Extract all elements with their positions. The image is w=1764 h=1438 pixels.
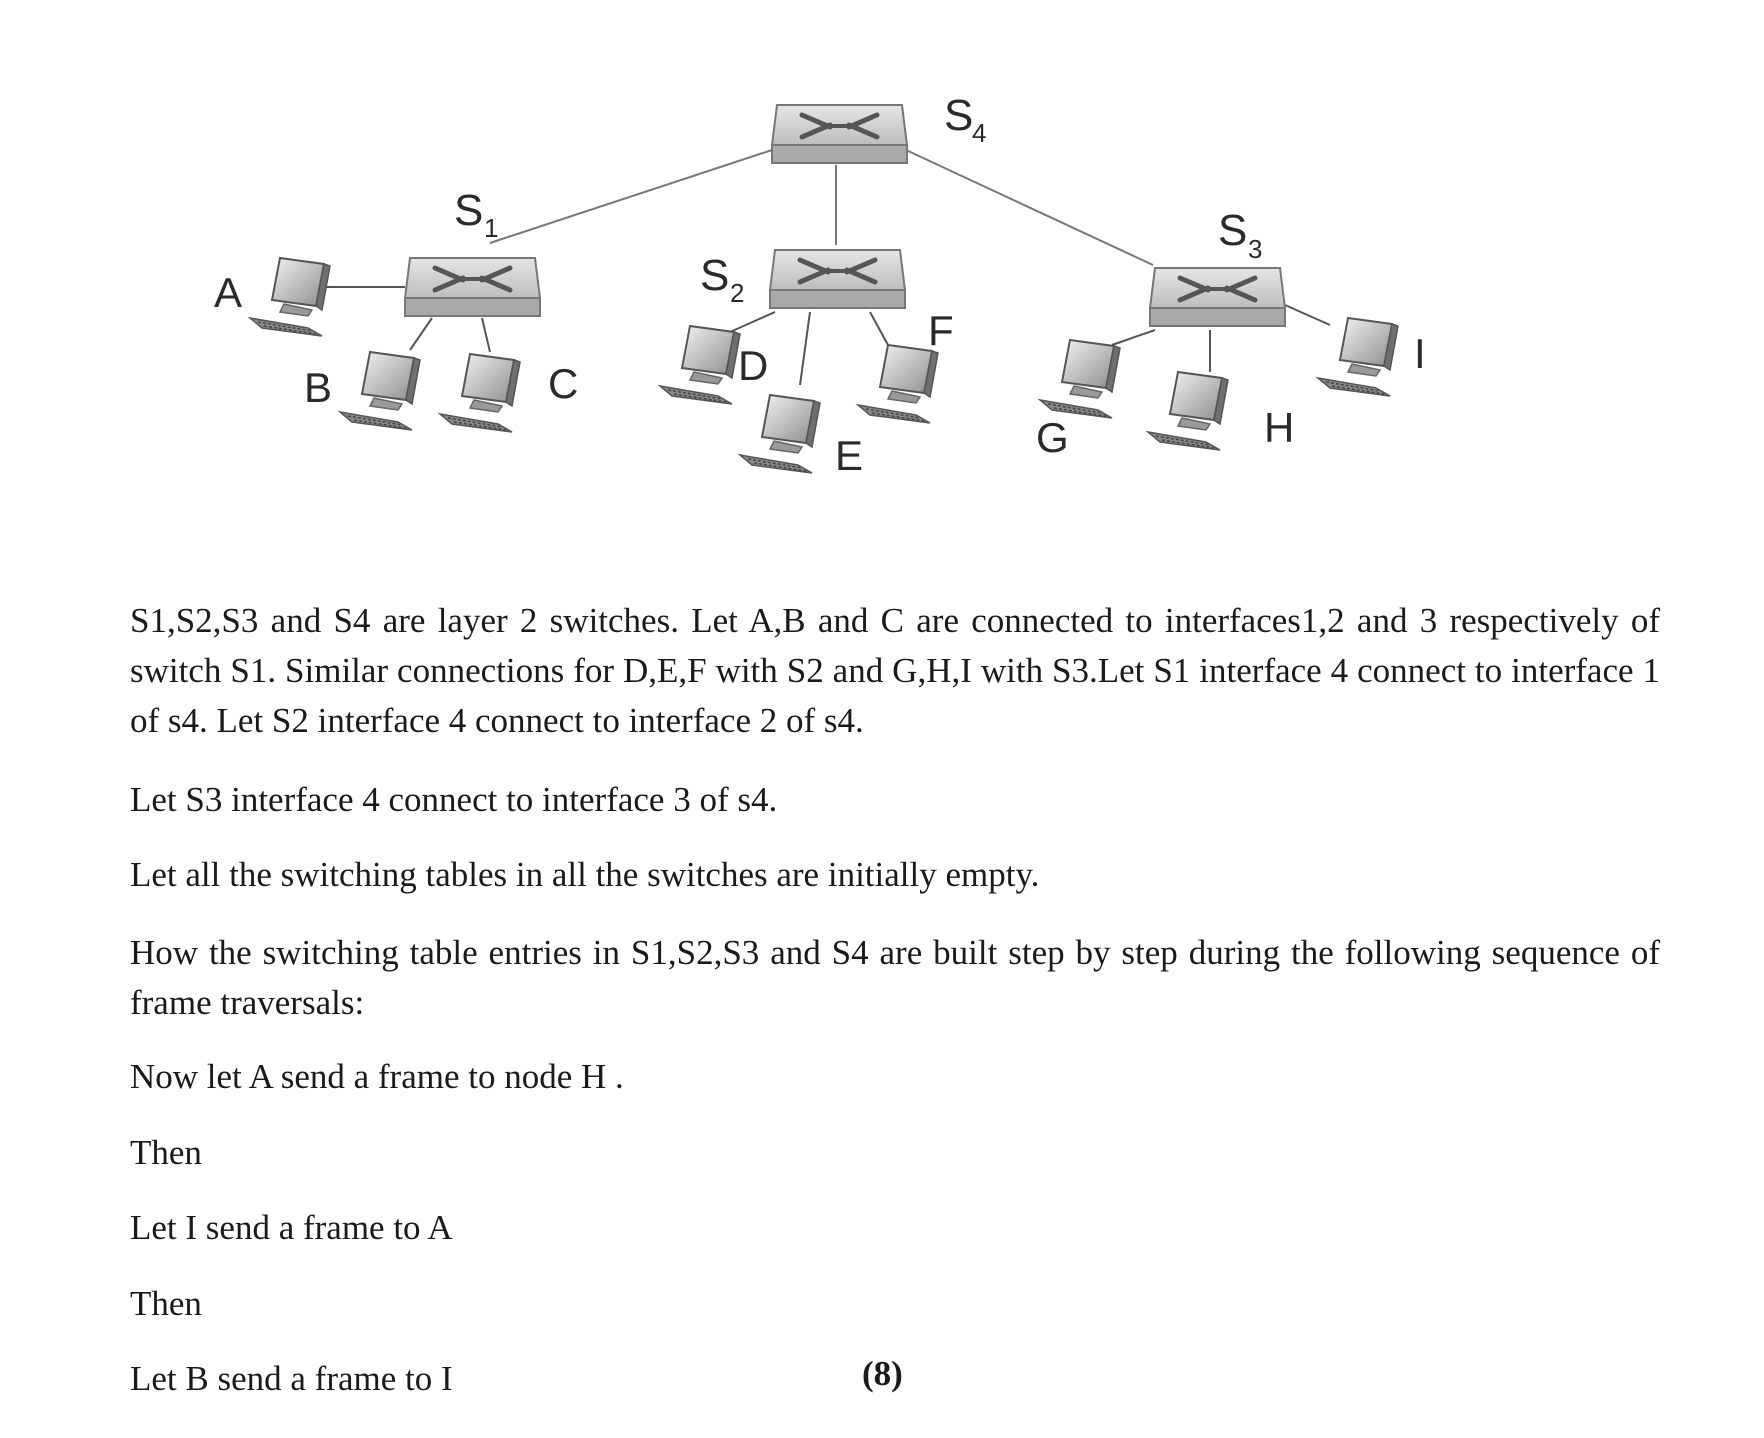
- question-step-3: Let B send a frame to I: [130, 1359, 453, 1398]
- trunk-links: [489, 149, 1154, 266]
- switch-s4: S 4: [772, 91, 986, 163]
- host-links: [320, 286, 1331, 386]
- host-label: D: [738, 342, 768, 389]
- network-topology-diagram: S 4 S 1 S 2 S 3 A B C D E F G: [214, 91, 1426, 479]
- host-label: A: [214, 269, 242, 316]
- switch-icon: [772, 105, 907, 163]
- host-label: G: [1036, 414, 1069, 461]
- link-f-s2: [869, 311, 889, 346]
- host-h: H: [1147, 371, 1294, 451]
- host-label: B: [304, 364, 332, 411]
- link-e-s2: [799, 311, 811, 386]
- question-paragraph-3: Let all the switching tables in all the …: [130, 855, 1040, 894]
- host-label: H: [1264, 404, 1294, 451]
- switch-label-sub: 3: [1248, 234, 1262, 264]
- link-d-s2: [729, 311, 776, 333]
- host-label: I: [1414, 330, 1426, 377]
- computer-icon: [1317, 317, 1399, 397]
- question-paragraph-2: Let S3 interface 4 connect to interface …: [130, 780, 778, 819]
- switch-icon: [405, 258, 540, 316]
- switch-s1: S 1: [405, 186, 540, 316]
- host-d: D: [659, 325, 768, 405]
- question-step-1: Now let A send a frame to node H .: [130, 1057, 624, 1096]
- computer-icon: [739, 394, 821, 474]
- switch-label: S: [454, 186, 483, 235]
- switch-label: S: [1218, 206, 1247, 255]
- host-g: G: [1036, 339, 1121, 461]
- switch-label-sub: 1: [484, 213, 498, 243]
- switch-icon: [1150, 268, 1285, 326]
- switch-label: S: [700, 251, 729, 300]
- link-s3-s4: [905, 149, 1154, 266]
- host-label: F: [928, 307, 954, 354]
- switch-label-sub: 2: [730, 278, 744, 308]
- host-b: B: [304, 351, 421, 431]
- computer-icon: [439, 353, 521, 433]
- host-c: C: [439, 353, 578, 433]
- question-paragraph-1: S1,S2,S3 and S4 are layer 2 switches. Le…: [130, 601, 1660, 740]
- switch-s2: S 2: [700, 250, 905, 308]
- switch-s3: S 3: [1150, 206, 1285, 326]
- host-i: I: [1317, 317, 1426, 397]
- computer-icon: [857, 344, 939, 424]
- computer-icon: [659, 325, 741, 405]
- link-s1-s4: [489, 149, 773, 244]
- link-c-s1: [481, 317, 491, 353]
- question-then-2: Then: [130, 1284, 202, 1323]
- host-f: F: [857, 307, 954, 424]
- host-e: E: [739, 394, 863, 479]
- host-label: E: [835, 432, 863, 479]
- link-b-s1: [409, 317, 433, 351]
- host-a: A: [214, 257, 331, 337]
- switch-label-sub: 4: [972, 118, 986, 148]
- marks-label: (8): [862, 1354, 903, 1393]
- question-then-1: Then: [130, 1133, 202, 1172]
- question-step-2: Let I send a frame to A: [130, 1208, 453, 1247]
- host-label: C: [548, 360, 578, 407]
- link-g-s3: [1111, 329, 1156, 346]
- computer-icon: [1147, 371, 1229, 451]
- question-paragraph-4: How the switching table entries in S1,S2…: [130, 933, 1660, 1022]
- computer-icon: [249, 257, 331, 337]
- computer-icon: [339, 351, 421, 431]
- computer-icon: [1039, 339, 1121, 419]
- switch-label: S: [944, 91, 973, 140]
- link-i-s3: [1284, 304, 1331, 326]
- switch-icon: [770, 250, 905, 308]
